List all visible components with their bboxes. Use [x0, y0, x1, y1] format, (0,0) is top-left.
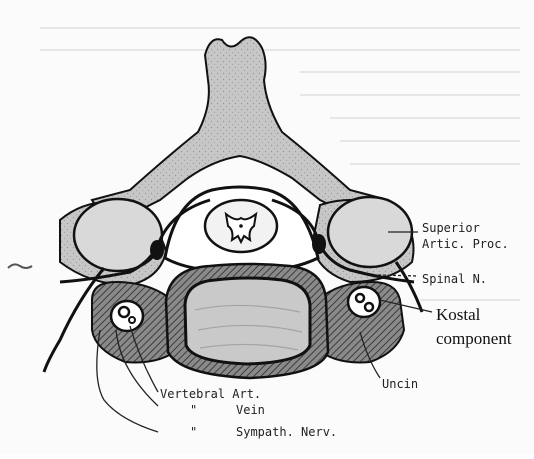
- vein-label: Vein: [236, 403, 265, 417]
- kostal-label-line1: Kostal: [436, 305, 481, 324]
- spinal-ganglion-right: [312, 234, 326, 254]
- spinal-ganglion-left: [150, 240, 164, 260]
- sympath-ditto-mark: ": [190, 425, 197, 439]
- vertebral-artery-left: [111, 301, 143, 331]
- scan-edge-mark: [8, 264, 32, 268]
- superior-label-line1: Superior: [422, 221, 480, 235]
- vertebral-artery-label: Vertebral Art.: [160, 387, 261, 401]
- spinal-nerve-label: Spinal N.: [422, 272, 487, 286]
- sympathetic-nerve-label: Sympath. Nerv.: [236, 425, 337, 439]
- vertebral-body-core: [185, 278, 310, 364]
- uncinate-label: Uncin: [382, 377, 418, 391]
- vertebral-artery-right: [348, 287, 380, 317]
- central-canal: [239, 224, 243, 228]
- kostal-label-line2: component: [436, 329, 512, 348]
- vein-ditto-mark: ": [190, 403, 197, 417]
- superior-label-line2: Artic. Proc.: [422, 237, 509, 251]
